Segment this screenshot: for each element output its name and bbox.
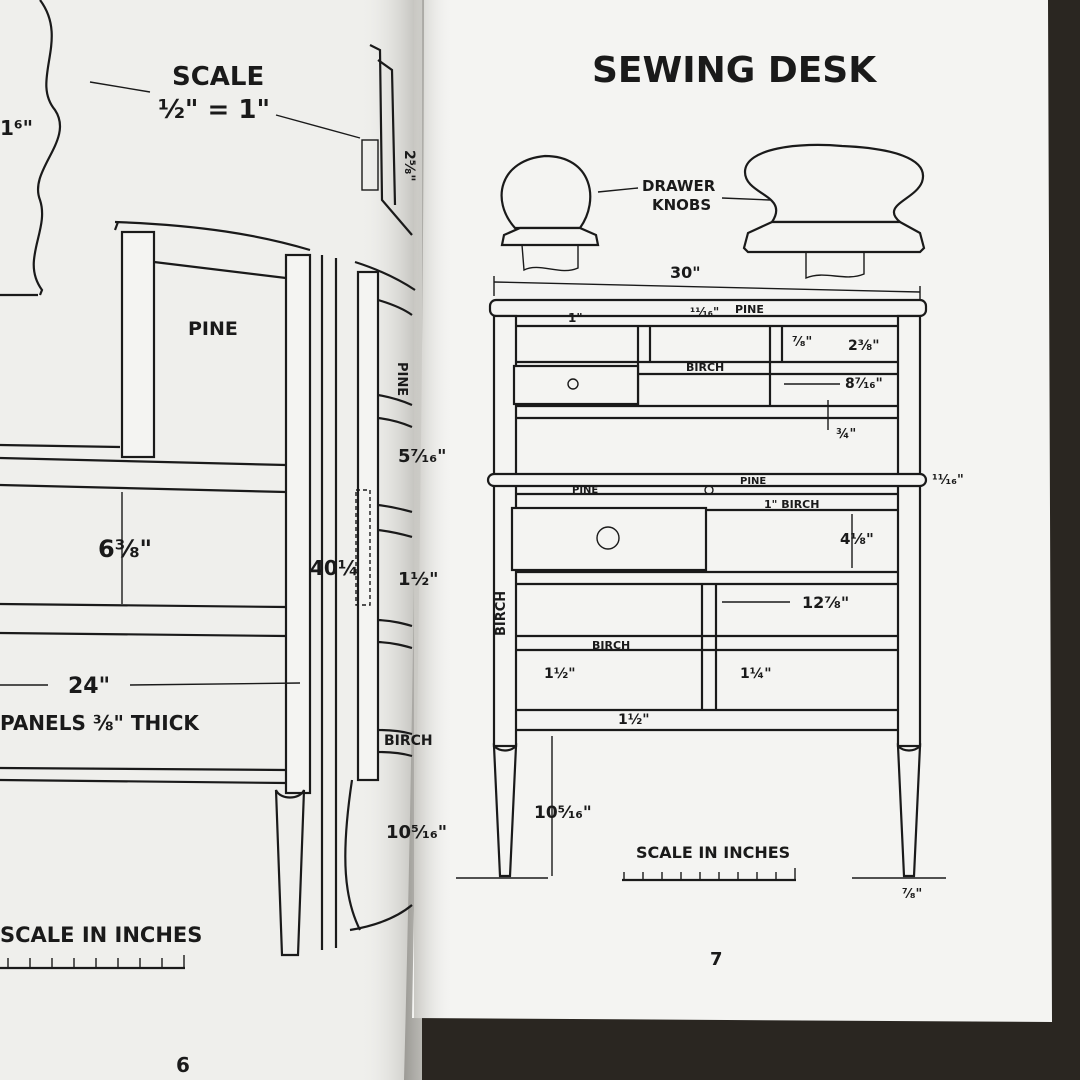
label-birch-side: BIRCH — [384, 733, 433, 749]
right-scale-label: SCALE IN INCHES — [636, 843, 790, 862]
dim-1-quarter: 1¼" — [740, 666, 772, 682]
panels-note: PANELS ⅜" THICK — [0, 711, 200, 735]
dim-7-8: ⁷⁄₈" — [792, 335, 812, 350]
dim-side-1: 5⁷⁄₁₆" — [398, 446, 447, 467]
scale-top-word: SCALE — [172, 62, 264, 92]
left-page-drawing: 1⁶" SCALE ½" = 1" 2⅝" PINE 6⅜" 24" PANEL… — [0, 0, 447, 1077]
dim-width-30: 30" — [670, 263, 701, 282]
right-scale-bar — [622, 868, 796, 882]
dim-1-half-b: 1½" — [618, 712, 650, 728]
label-pine-side: PINE — [394, 362, 409, 396]
dim-1-half-a: 1½" — [544, 666, 576, 682]
drawer-knob-small — [500, 154, 600, 272]
page-title: SEWING DESK — [592, 50, 877, 91]
right-gutter-shadow — [414, 0, 454, 1018]
dim-11-16: ¹¹⁄₁₆" — [932, 473, 964, 488]
dim-12-7-8: 12⅞" — [802, 593, 849, 612]
left-page — [0, 0, 420, 1080]
drawer-knobs-label-2: KNOBS — [652, 196, 711, 214]
label-birch-side-post: BIRCH — [494, 591, 509, 636]
dim-3-4: ¾" — [836, 427, 856, 442]
dim-1in: 1" — [568, 311, 583, 325]
dim-2-3-8: 2⅜" — [848, 338, 880, 354]
label-pine: PINE — [188, 318, 238, 340]
dim-8-7-16: 8⁷⁄₁₆" — [845, 376, 883, 392]
label-birch-2: 1" BIRCH — [764, 498, 819, 511]
left-scale-bar — [0, 955, 185, 970]
dim-side-2: 1½" — [398, 569, 439, 590]
label-pine-mid: PINE — [740, 476, 766, 487]
dim-width: 24" — [68, 674, 110, 699]
dim-foot: ⁷⁄₈" — [902, 887, 922, 902]
right-page-number: 7 — [710, 949, 723, 970]
dim-leg: 10⁵⁄₁₆" — [534, 803, 592, 823]
dim-height: 6⅜" — [98, 535, 152, 563]
label-birch-3: BIRCH — [592, 639, 630, 652]
dim-top-thick: ¹¹⁄₁₆" — [690, 305, 719, 319]
drawer-knob-large — [742, 143, 926, 280]
left-page-number: 6 — [176, 1053, 190, 1077]
dim-side-3: 10⁵⁄₁₆" — [386, 822, 447, 843]
right-page-drawing: SEWING DESK DRAWER KNOBS 30" PINE ¹¹⁄₁₆" — [456, 50, 964, 970]
label-pine-shelf: PINE — [572, 485, 598, 496]
dim-top-left: 1⁶" — [0, 116, 33, 140]
label-pine-top: PINE — [735, 303, 764, 316]
dim-4-1-8: 4⅛" — [840, 530, 874, 548]
left-scale-label: SCALE IN INCHES — [0, 923, 202, 947]
scale-ratio: ½" = 1" — [158, 95, 270, 125]
label-birch-1: BIRCH — [686, 361, 724, 374]
drawer-knobs-label-1: DRAWER — [642, 177, 716, 195]
dim-profile: 2⅝" — [401, 150, 417, 182]
